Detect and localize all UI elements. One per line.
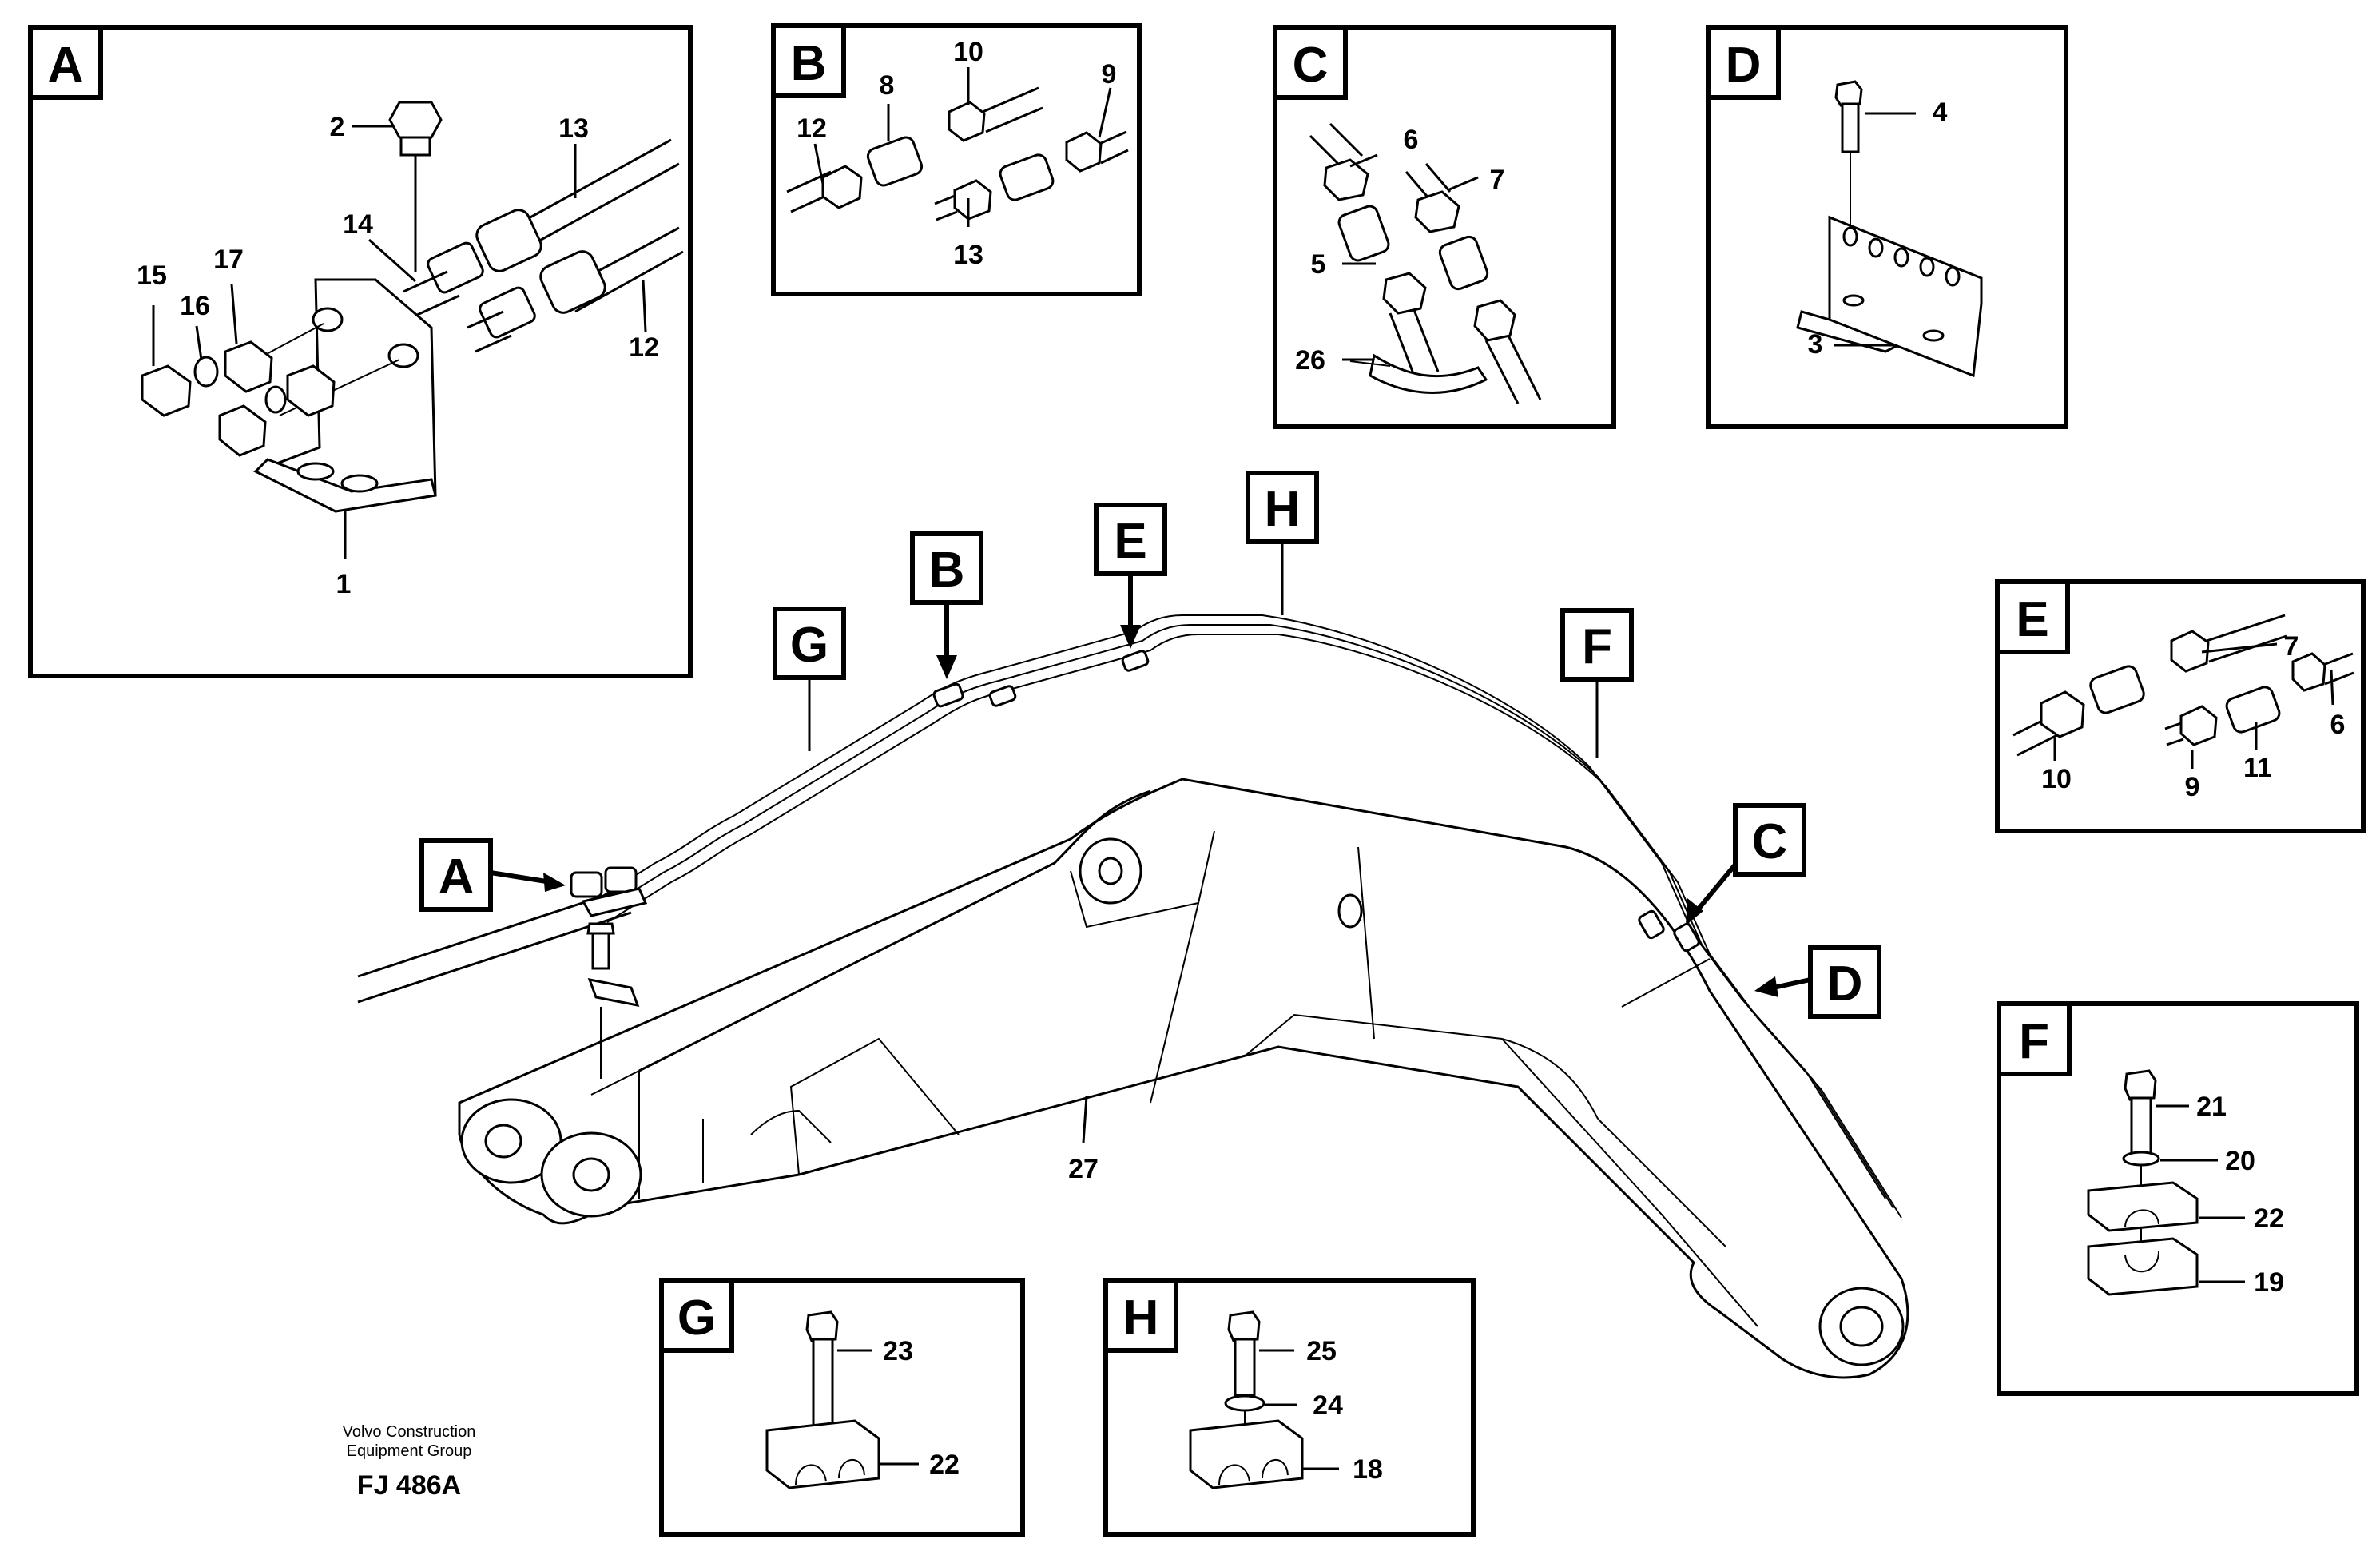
part-number-18: 18: [1353, 1454, 1383, 1485]
part-number-2: 2: [330, 112, 345, 142]
callout-c: C: [1686, 803, 1806, 925]
part-number-16: 16: [180, 291, 210, 321]
panel-f-letter: F: [2019, 1014, 2049, 1069]
part-number-12: 12: [629, 332, 659, 363]
callout-b: B: [910, 531, 983, 679]
panel-h-clamp-illustration: [1189, 1310, 1304, 1489]
part-number-4: 4: [1933, 97, 1948, 128]
panel-b-leaders: [813, 67, 1112, 227]
boom-part-label: 27: [1068, 1096, 1099, 1184]
bolt-2-illustration: [388, 101, 443, 272]
callout-h-letter: H: [1265, 482, 1301, 537]
panel-d-letter: D: [1726, 38, 1762, 93]
part-number-3: 3: [1808, 329, 1823, 360]
hose-13-and-12-illustration: [403, 138, 684, 353]
callout-e-letter: E: [1114, 514, 1146, 569]
panel-h-letter: H: [1123, 1291, 1159, 1346]
nut-washer-stack-illustration: [141, 340, 336, 457]
part-number-20: 20: [2225, 1146, 2255, 1176]
part-number-6: 6: [1404, 125, 1419, 155]
figure-id: FJ 486A: [357, 1470, 461, 1501]
panel-h-leaders: [1259, 1349, 1339, 1470]
part-number-22: 22: [2254, 1203, 2284, 1234]
part-number-13: 13: [953, 240, 983, 270]
panel-f-clamp-illustration: [2087, 1069, 2199, 1296]
part-number-15: 15: [137, 260, 167, 291]
part-number-23: 23: [883, 1336, 913, 1366]
part-number-21: 21: [2196, 1092, 2227, 1122]
part-number-6: 6: [2330, 710, 2346, 740]
callout-a-letter: A: [439, 849, 475, 905]
detail-panel-e: E 7 6 10 9 11: [1995, 579, 2366, 833]
part-number-25: 25: [1306, 1336, 1337, 1366]
part-number-13: 13: [558, 113, 589, 144]
panel-c-letter: C: [1293, 38, 1329, 93]
panel-b-fittings-illustration: [786, 86, 1129, 221]
part-number-22: 22: [929, 1450, 960, 1480]
callout-f: F: [1560, 608, 1634, 758]
part-number-26: 26: [1295, 345, 1325, 376]
panel-f-leaders: [2156, 1104, 2245, 1283]
part-number-9: 9: [2185, 772, 2200, 802]
callout-a: A: [419, 838, 566, 912]
panel-b-letter: B: [791, 36, 827, 91]
detail-panel-f: F 21 20 22 19: [1997, 1001, 2359, 1396]
part-number-12: 12: [797, 113, 827, 144]
part-number-7: 7: [2284, 631, 2299, 662]
callout-e: E: [1094, 503, 1167, 649]
detail-panel-h: H 25 24 18: [1103, 1278, 1476, 1537]
bracket-1-illustration: [252, 278, 437, 513]
panel-d-leaders: [1834, 112, 1916, 347]
callout-g-letter: G: [790, 618, 828, 673]
company-line-1: Volvo Construction: [343, 1423, 476, 1441]
part-number-27: 27: [1068, 1154, 1099, 1184]
callout-c-letter: C: [1752, 814, 1788, 869]
panel-a-letter: A: [48, 38, 84, 93]
detail-panel-d: D 4 3: [1706, 25, 2068, 429]
part-number-19: 19: [2254, 1267, 2284, 1298]
callout-g: G: [773, 607, 846, 751]
company-line-2: Equipment Group: [347, 1442, 472, 1460]
part-number-1: 1: [336, 569, 352, 599]
part-number-10: 10: [953, 37, 983, 67]
footer: Volvo Construction Equipment Group FJ 48…: [343, 1423, 476, 1501]
boom-illustration: [357, 778, 1909, 1379]
panel-d-bracket-illustration: [1796, 80, 1983, 378]
detail-panel-g: G 23 22: [659, 1278, 1025, 1537]
part-number-11: 11: [2243, 753, 2272, 783]
panel-c-leaders: [1342, 153, 1479, 361]
part-number-5: 5: [1311, 249, 1326, 280]
panel-a-leaders: [152, 125, 647, 559]
detail-panel-b: B 12 8 10 9 13: [771, 23, 1142, 296]
callout-d-letter: D: [1827, 956, 1863, 1012]
panel-g-leaders: [837, 1349, 919, 1466]
callout-h: H: [1246, 471, 1319, 615]
callout-d: D: [1754, 945, 1881, 1019]
part-number-7: 7: [1490, 165, 1505, 195]
panel-e-fittings-illustration: [2012, 614, 2354, 757]
panel-c-fittings-illustration: [1309, 122, 1542, 404]
panel-e-letter: E: [2016, 592, 2048, 647]
panel-g-clamp-illustration: [765, 1310, 880, 1489]
part-number-17: 17: [213, 245, 244, 275]
callout-f-letter: F: [1582, 619, 1612, 674]
part-number-24: 24: [1313, 1390, 1343, 1421]
part-number-8: 8: [880, 70, 895, 101]
panel-g-letter: G: [677, 1291, 716, 1346]
part-number-14: 14: [343, 209, 373, 240]
callout-b-letter: B: [929, 543, 965, 598]
part-number-9: 9: [1102, 59, 1117, 89]
hydraulic-lines: [570, 614, 1902, 1219]
detail-panel-a: A: [28, 25, 693, 678]
panel-e-leaders: [2053, 642, 2334, 769]
part-number-10: 10: [2041, 764, 2072, 794]
detail-panel-c: C 6 7 5 26: [1273, 25, 1616, 429]
